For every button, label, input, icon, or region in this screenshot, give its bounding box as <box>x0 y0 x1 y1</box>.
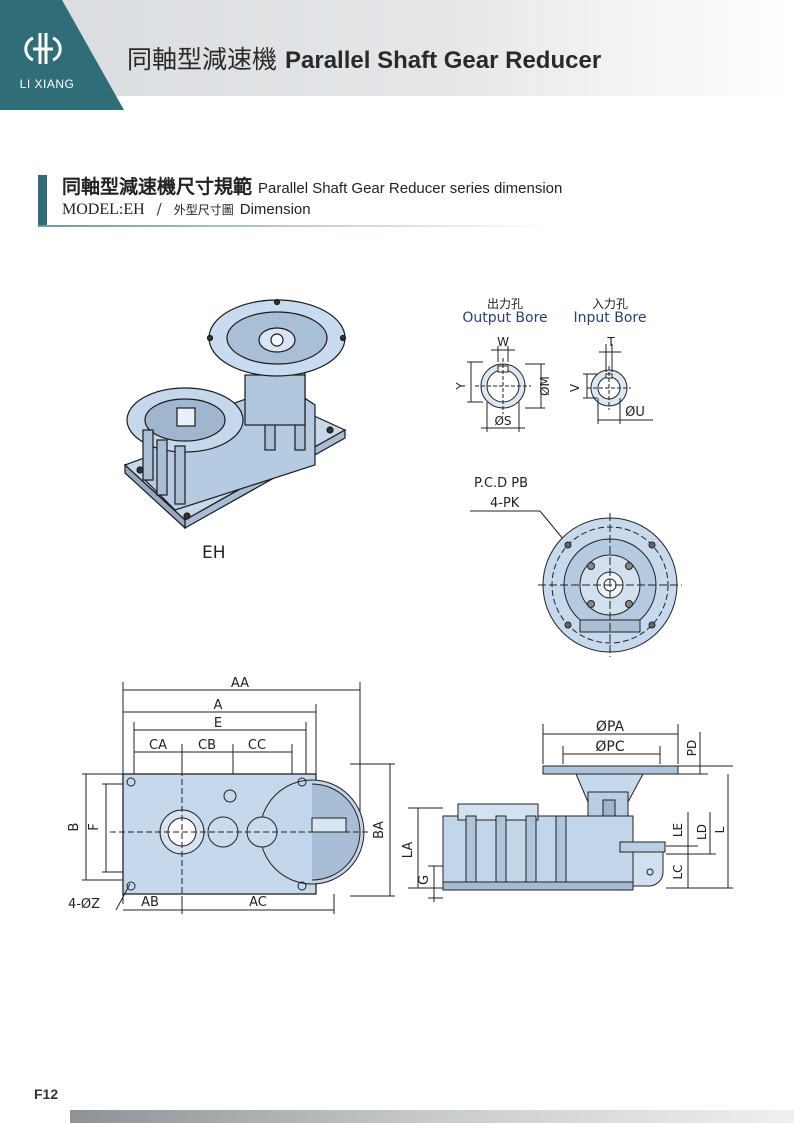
page-title: 同軸型減速機 Parallel Shaft Gear Reducer <box>127 40 601 76</box>
dim-pd: PD <box>685 740 699 756</box>
logo <box>0 0 124 110</box>
dim-z: 4-ØZ <box>68 897 100 912</box>
dim-pa: ØPA <box>596 719 625 735</box>
output-bore-label-zh: 出力孔 <box>486 297 523 311</box>
logo-text: LI XIANG <box>19 77 75 91</box>
dim-y: Y <box>455 382 468 391</box>
section-title-zh: 同軸型減速機尺寸規範 <box>62 176 253 198</box>
dimension-label-en: Dimension <box>239 201 311 218</box>
dim-e: E <box>214 716 222 731</box>
dim-w: W <box>497 335 509 349</box>
dim-cb: CB <box>198 738 216 753</box>
holes-label: 4-PK <box>490 496 520 511</box>
product-caption: EH <box>202 543 226 563</box>
footer-bar <box>70 1110 794 1123</box>
dim-lc: LC <box>671 864 685 879</box>
section-subtitle: MODEL:EH / 外型尺寸圖 Dimension <box>62 200 311 219</box>
dim-la: LA <box>401 842 416 859</box>
dim-ld: LD <box>695 824 709 840</box>
dim-ac: AC <box>249 895 267 910</box>
dim-ba: BA <box>372 821 387 839</box>
flange-drawing <box>470 510 682 657</box>
side-view-drawing: ØPA ØPC PD LA G LE LD L LC <box>401 719 733 902</box>
section-title: 同軸型減速機尺寸規範 Parallel Shaft Gear Reducer se… <box>62 172 562 199</box>
dim-t: T <box>606 335 615 349</box>
dimension-label-zh: 外型尺寸圖 <box>173 203 234 217</box>
output-bore-label-en: Output Bore <box>462 310 548 326</box>
dim-ca: CA <box>149 738 167 753</box>
separator: / <box>156 200 162 218</box>
section-divider <box>38 225 558 227</box>
dim-g: G <box>417 875 432 885</box>
input-bore-label-zh: 入力孔 <box>591 297 628 311</box>
dim-f: F <box>87 823 102 830</box>
page-number: F12 <box>34 1086 59 1102</box>
input-bore-drawing: T V ØU <box>568 335 653 424</box>
output-bore-drawing: W Y ØM ØS <box>455 335 552 432</box>
pcd-label: P.C.D PB <box>474 476 529 491</box>
section-title-en: Parallel Shaft Gear Reducer series dimen… <box>258 180 563 197</box>
dim-aa: AA <box>231 676 249 691</box>
logo-mark-icon <box>24 33 62 64</box>
dim-pc: ØPC <box>595 739 624 755</box>
page-title-en: Parallel Shaft Gear Reducer <box>285 47 602 74</box>
model-label: MODEL:EH <box>62 201 145 218</box>
dim-s: ØS <box>494 414 511 428</box>
dim-a: A <box>214 698 223 713</box>
top-view-drawing: AA A E CA CB CC B F BA 4-ØZ AB AC <box>67 676 395 914</box>
dim-le: LE <box>671 823 685 837</box>
dim-ab: AB <box>141 895 159 910</box>
dim-u: ØU <box>625 405 645 420</box>
dim-l: L <box>713 826 727 833</box>
product-illustration <box>123 298 347 530</box>
header-band <box>0 0 794 96</box>
input-bore-label-en: Input Bore <box>573 310 647 326</box>
dim-v: V <box>568 383 582 392</box>
dim-cc: CC <box>248 738 266 753</box>
section-accent-bar <box>38 175 47 225</box>
dim-b: B <box>67 823 82 832</box>
dim-m: ØM <box>538 376 552 396</box>
page-title-zh: 同軸型減速機 <box>127 45 278 74</box>
